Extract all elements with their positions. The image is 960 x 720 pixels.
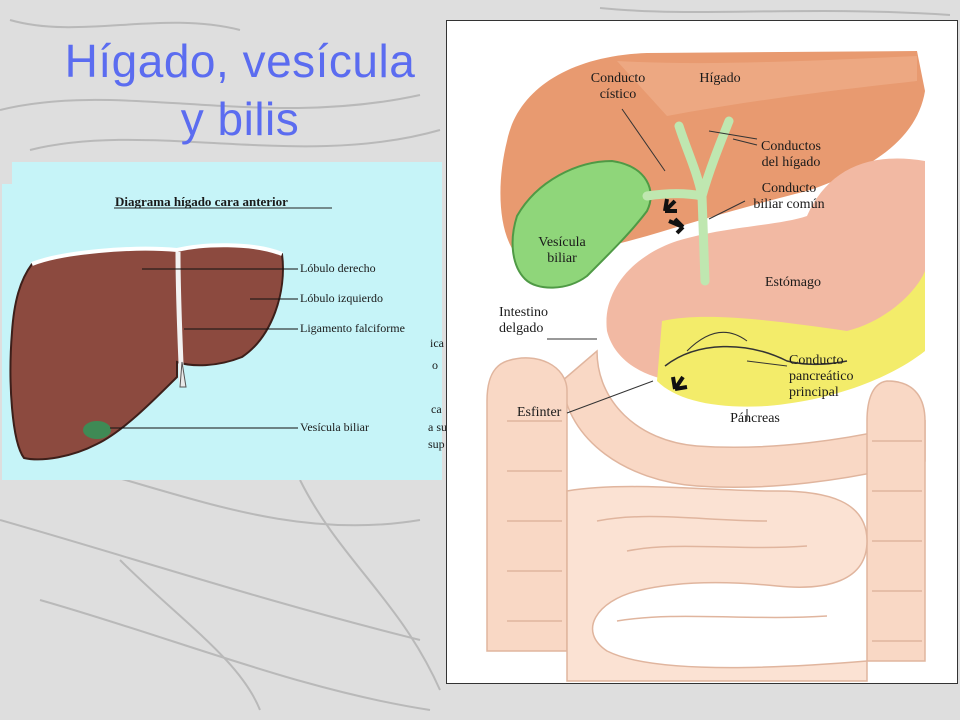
label-pancreas: Páncreas <box>730 411 780 426</box>
gallbladder-shape <box>83 421 111 439</box>
label-small-intestine: Intestino delgado <box>499 305 548 336</box>
side-fragment-2: o <box>432 358 438 372</box>
small-intestine-coils <box>566 485 868 682</box>
label-common-bile-duct: Conducto biliar común <box>753 181 825 212</box>
label-gallbladder-anatomy: Vesícula biliar <box>538 235 586 266</box>
slide-title-line-1: Hígado, vesícula <box>64 35 416 87</box>
label-right-lobe: Lóbulo derecho <box>300 261 376 275</box>
side-fragment-5: sup <box>428 437 445 451</box>
slide-title-line-2: y bilis <box>180 93 300 145</box>
label-pancreatic-duct: Conducto pancreático principal <box>789 353 854 400</box>
side-fragment-1: ica <box>430 336 444 350</box>
anatomy-graphic <box>486 51 926 682</box>
side-fragment-4: a su <box>428 420 447 434</box>
colon-region <box>486 357 568 652</box>
biliary-anatomy-diagram: Conducto cístico Hígado Conductos del hí… <box>446 20 958 684</box>
label-cystic-duct: Conducto cístico <box>590 71 646 102</box>
slide-title: Hígado, vesícula y bilis <box>20 32 460 148</box>
pancreas-region <box>657 271 925 407</box>
label-sphincter: Esfinter <box>517 405 562 420</box>
liver-diagram-graphic <box>2 162 442 480</box>
liver-diagram-heading: Diagrama hígado cara anterior <box>115 194 288 209</box>
side-fragment-3: ca <box>431 402 442 416</box>
label-stomach: Estómago <box>765 275 821 290</box>
label-gallbladder: Vesícula biliar <box>300 420 369 434</box>
ascending-colon <box>866 380 926 662</box>
label-hepatic-ducts: Conductos del hígado <box>761 139 821 170</box>
liver-anterior-diagram: Diagrama hígado cara anterior Lóbulo der… <box>2 162 447 480</box>
label-falciform-ligament: Ligamento falciforme <box>300 321 405 335</box>
gallbladder-region <box>511 159 652 289</box>
label-liver: Hígado <box>699 71 741 86</box>
label-left-lobe: Lóbulo izquierdo <box>300 291 383 305</box>
